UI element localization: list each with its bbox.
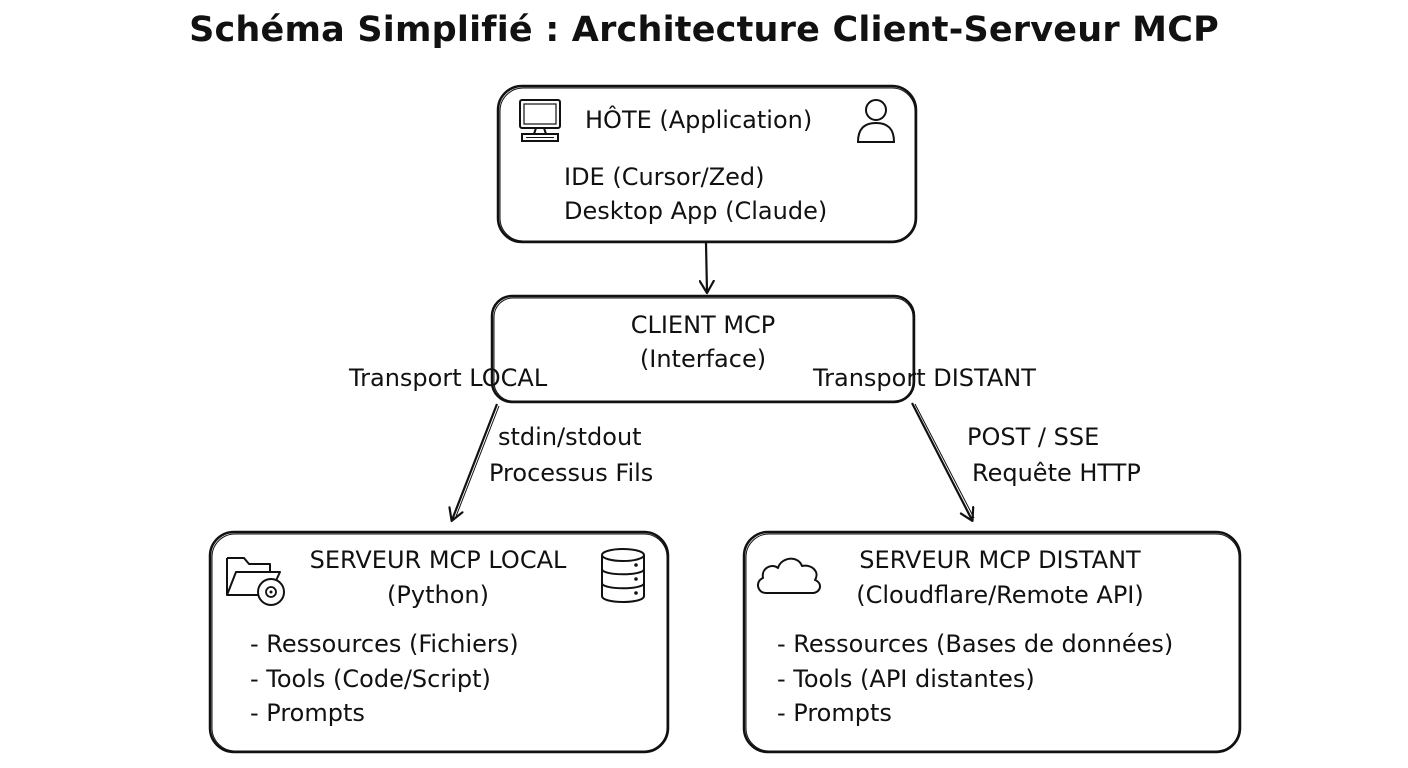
remote-server-title: SERVEUR MCP DISTANT	[859, 546, 1141, 574]
host-to-client-arrow	[706, 242, 707, 292]
cloud-icon	[754, 553, 824, 601]
remote-server-items: - Ressources (Bases de données) - Tools …	[777, 627, 1173, 731]
local-server-title: SERVEUR MCP LOCAL	[309, 546, 567, 574]
local-server-items: - Ressources (Fichiers) - Tools (Code/Sc…	[250, 627, 519, 731]
client-title: CLIENT MCP	[630, 311, 776, 339]
folder-icon	[224, 548, 290, 612]
remote-server-subtitle: (Cloudflare/Remote API)	[856, 581, 1144, 609]
transport-local-label: Transport LOCAL	[349, 364, 548, 392]
host-title: HÔTE (Application)	[585, 106, 813, 134]
client-subtitle: (Interface)	[639, 345, 767, 373]
diagram-title: Schéma Simplifié : Architecture Client-S…	[189, 10, 1219, 50]
client-box	[490, 294, 916, 404]
remote-server-box	[742, 530, 1242, 754]
host-box	[496, 84, 918, 244]
local-server-subtitle: (Python)	[387, 581, 489, 609]
transport-remote-detail-http: Requête HTTP	[972, 459, 1141, 487]
user-icon	[853, 96, 899, 150]
client-to-local-arrow	[452, 403, 500, 520]
transport-remote-label: Transport DISTANT	[813, 364, 1036, 392]
local-server-item-tools: - Tools (Code/Script)	[250, 664, 491, 693]
remote-server-item-resources: - Ressources (Bases de données)	[777, 630, 1174, 658]
transport-remote-detail-post: POST / SSE	[967, 423, 1100, 451]
client-to-remote-arrow	[911, 402, 975, 520]
local-server-item-resources: - Ressources (Fichiers)	[250, 630, 519, 658]
local-server-box	[208, 530, 670, 754]
remote-server-item-prompts: - Prompts	[777, 699, 892, 727]
transport-local-detail-process: Processus Fils	[489, 459, 654, 487]
remote-server-item-tools: - Tools (API distantes)	[777, 664, 1035, 693]
local-server-item-prompts: - Prompts	[250, 699, 365, 727]
database-icon	[598, 546, 648, 610]
host-line-desktop: Desktop App (Claude)	[564, 197, 828, 225]
computer-icon	[516, 98, 566, 150]
host-line-ide: IDE (Cursor/Zed)	[564, 163, 765, 191]
transport-local-detail-stdio: stdin/stdout	[498, 423, 642, 451]
